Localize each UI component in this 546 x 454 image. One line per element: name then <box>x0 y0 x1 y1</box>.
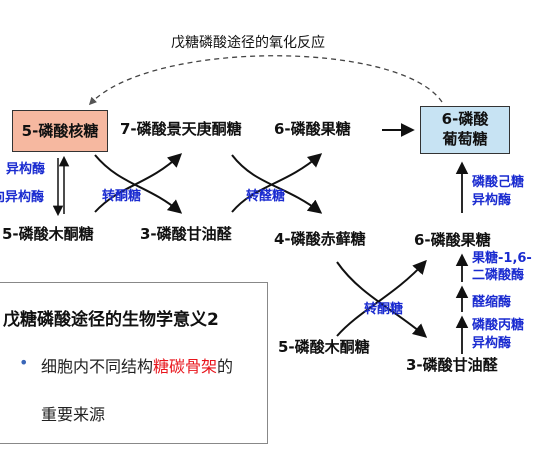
note-line1-suffix: 的 <box>217 357 234 376</box>
xylulose-5-phosphate-bottom-label: 5-磷酸木酮糖 <box>278 338 370 356</box>
note-line1: 细胞内不同结构糖碳骨架的 <box>41 353 233 377</box>
enzyme-fbpase-line1: 果糖-1,6- <box>472 251 532 266</box>
note-bullet: • <box>19 353 29 372</box>
oxidative-arc <box>88 55 443 106</box>
note-line1-highlight: 糖碳骨架 <box>153 357 218 376</box>
significance-note: 戊糖磷酸途径的生物学意义2 • 细胞内不同结构糖碳骨架的 重要来源 <box>0 282 268 444</box>
glyceraldehyde-3-phosphate-bottom-label: 3-磷酸甘油醛 <box>406 356 498 374</box>
glucose-6-phosphate-box: 6-磷酸 葡萄糖 <box>420 106 510 154</box>
enzyme-tpi-line1: 磷酸丙糖 <box>472 318 525 333</box>
x-transaldolase-b <box>231 153 323 213</box>
sedoheptulose-7-phosphate-label: 7-磷酸景天庚酮糖 <box>120 120 242 138</box>
enzyme-hexose-isomerase-line1: 磷酸己糖 <box>472 175 525 190</box>
xylulose-5-phosphate-left-label: 5-磷酸木酮糖 <box>2 225 94 243</box>
enzyme-hexose-isomerase-line2: 异构酶 <box>472 193 512 208</box>
glucose-6-phosphate-line2: 葡萄糖 <box>442 130 488 148</box>
enzyme-transketolase-2: 转酮糖 <box>364 302 404 317</box>
fructose-6-phosphate-top-label: 6-磷酸果糖 <box>274 120 351 138</box>
glyceraldehyde-3-phosphate-left-label: 3-磷酸甘油醛 <box>140 225 232 243</box>
enzyme-epimerase: 向异构酶 <box>0 190 45 205</box>
enzyme-aldolase: 醛缩酶 <box>472 295 512 310</box>
erythrose-4-phosphate-label: 4-磷酸赤藓糖 <box>274 230 366 248</box>
note-line2: 重要来源 <box>41 405 106 424</box>
diagram-title: 戊糖磷酸途径的氧化反应 <box>171 35 325 51</box>
enzyme-isomerase: 异构酶 <box>6 162 46 177</box>
glucose-6-phosphate-line1: 6-磷酸 <box>441 110 489 128</box>
note-title: 戊糖磷酸途径的生物学意义2 <box>3 310 219 330</box>
enzyme-fbpase-line2: 二磷酸酶 <box>472 268 525 283</box>
enzyme-tpi-line2: 异构酶 <box>472 336 512 351</box>
note-line1-prefix: 细胞内不同结构 <box>41 357 154 376</box>
ribose-5-phosphate-box: 5-磷酸核糖 <box>12 110 108 152</box>
x-transketolase-2b <box>336 259 427 337</box>
x-transketolase-1b <box>94 153 183 213</box>
enzyme-transketolase-1: 转酮糖 <box>102 189 142 204</box>
enzyme-transaldolase: 转醛糖 <box>246 189 286 204</box>
fructose-6-phosphate-right-label: 6-磷酸果糖 <box>414 231 491 249</box>
